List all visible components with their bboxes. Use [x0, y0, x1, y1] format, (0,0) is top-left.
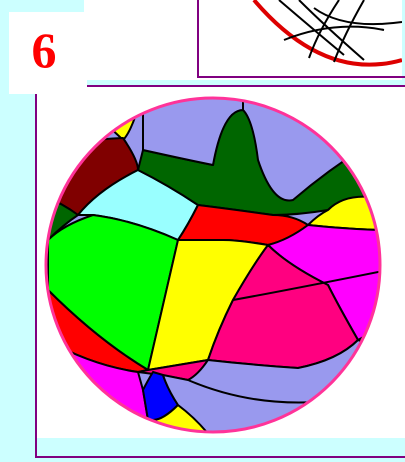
figure-number: 6 [9, 18, 79, 82]
frame-left-border [35, 86, 37, 458]
figure-number-badge: 6 [9, 12, 87, 94]
frame-bottom-border [35, 456, 405, 458]
top-partial-circle-drawing [84, 0, 402, 80]
frame-top-border [87, 85, 405, 87]
top-panel-bottom-border [197, 76, 405, 78]
top-panel-border [197, 0, 199, 78]
top-figure-panel [84, 0, 402, 80]
colored-region-disc [38, 90, 388, 440]
